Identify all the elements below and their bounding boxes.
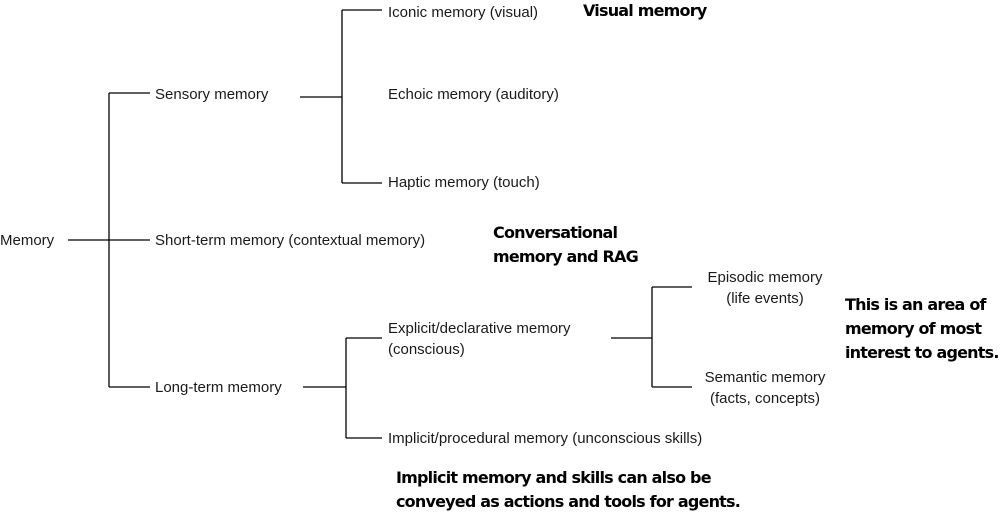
- note-visual-memory: Visual memory: [583, 1, 707, 20]
- node-memory: Memory: [0, 232, 55, 249]
- node-explicit-memory: Explicit/declarative memory (conscious): [388, 318, 571, 360]
- node-sensory-memory: Sensory memory: [155, 86, 269, 103]
- note-implicit-skills: Implicit memory and skills can also be c…: [396, 466, 741, 514]
- node-semantic-line-1: Semantic memory: [704, 369, 826, 386]
- node-semantic-memory: Semantic memory (facts, concepts): [690, 367, 840, 409]
- note-agents-interest: This is an area of memory of most intere…: [845, 293, 999, 365]
- node-iconic-memory: Iconic memory (visual): [388, 4, 539, 21]
- note-conversational-line-1: Conversational: [493, 223, 618, 242]
- node-semantic-line-2: (facts, concepts): [709, 390, 821, 407]
- node-episodic-memory: Episodic memory (life events): [690, 267, 840, 309]
- node-long-term-memory: Long-term memory: [155, 379, 282, 396]
- note-implicit-line-1: Implicit memory and skills can also be: [396, 468, 712, 487]
- node-explicit-line-1: Explicit/declarative memory: [388, 320, 571, 337]
- note-agents-line-1: This is an area of: [845, 295, 986, 314]
- note-conversational-line-2: memory and RAG: [493, 247, 639, 266]
- node-explicit-line-2: (conscious): [388, 341, 465, 358]
- node-echoic-memory: Echoic memory (auditory): [388, 86, 559, 103]
- note-conversational-memory: Conversational memory and RAG: [493, 221, 639, 269]
- node-episodic-line-1: Episodic memory: [707, 269, 823, 286]
- node-haptic-memory: Haptic memory (touch): [388, 174, 540, 191]
- node-short-term-memory: Short-term memory (contextual memory): [155, 232, 426, 249]
- note-agents-line-2: memory of most: [845, 319, 982, 338]
- node-implicit-memory: Implicit/procedural memory (unconscious …: [388, 430, 703, 447]
- node-episodic-line-2: (life events): [726, 290, 804, 307]
- note-implicit-line-2: conveyed as actions and tools for agents…: [396, 492, 741, 511]
- note-agents-line-3: interest to agents.: [845, 343, 999, 362]
